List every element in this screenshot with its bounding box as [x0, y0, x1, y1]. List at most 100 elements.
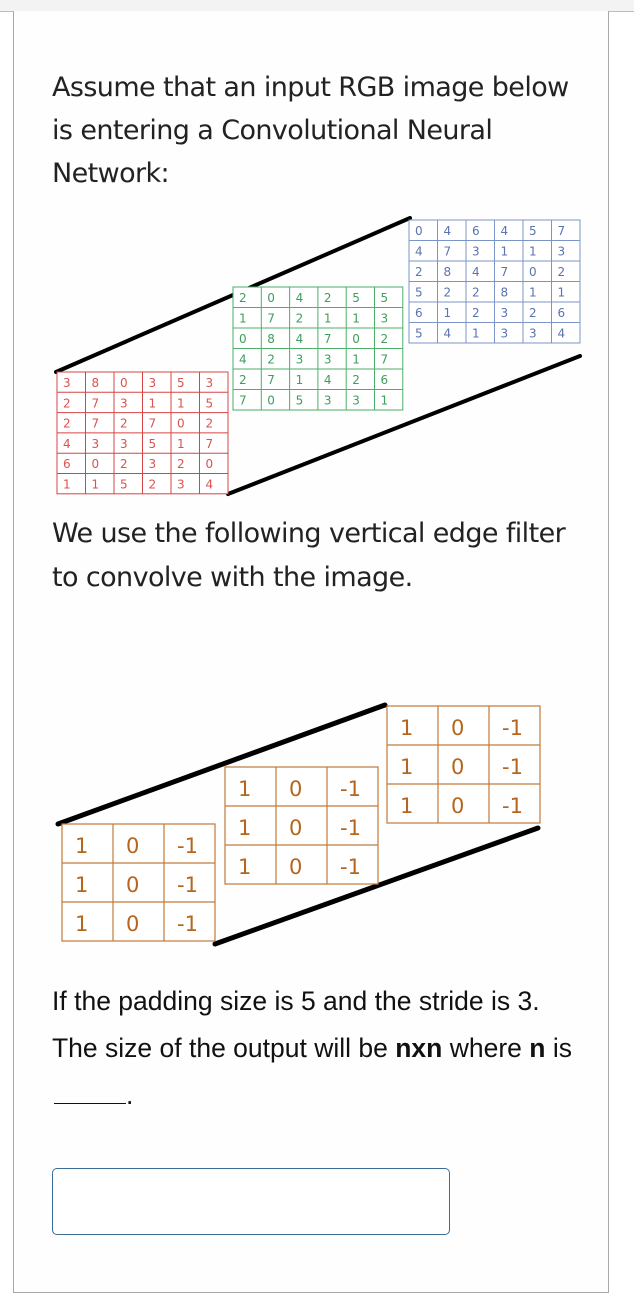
prompt-text-2: where: [442, 1033, 530, 1063]
matrix-cell: 3: [296, 353, 304, 367]
matrix-cell: 3: [381, 312, 389, 326]
matrix-cell: 3: [501, 306, 509, 320]
matrix-cell: 2: [415, 265, 423, 279]
matrix-cell: -1: [502, 794, 523, 818]
matrix-cell: 6: [415, 306, 423, 320]
matrix-cell: 4: [324, 373, 332, 387]
matrix-cell: 7: [267, 312, 275, 326]
matrix-cell: 5: [296, 394, 304, 408]
matrix-cell: 0: [415, 224, 423, 238]
answer-blank: [54, 1081, 126, 1104]
matrix-cell: 3: [324, 394, 332, 408]
matrix-cell: 4: [558, 327, 566, 341]
matrix-cell: 2: [63, 417, 71, 431]
matrix-cell: 0: [352, 332, 360, 346]
matrix-cell: 3: [558, 245, 566, 259]
matrix-cell: 5: [177, 376, 185, 390]
matrix-cell: -1: [177, 834, 198, 858]
matrix-cell: 0: [126, 834, 139, 858]
question-prompt: If the padding size is 5 and the stride …: [52, 978, 572, 1119]
matrix-cell: 8: [92, 376, 100, 390]
matrix-cell: 1: [75, 834, 88, 858]
matrix-cell: 3: [120, 396, 128, 410]
perspective-line-bottom: [226, 354, 582, 496]
matrix-cell: 0: [289, 855, 302, 879]
matrix-cell: 0: [529, 265, 537, 279]
matrix-cell: 1: [472, 327, 480, 341]
matrix-cell: 3: [324, 353, 332, 367]
matrix-cell: 1: [381, 394, 389, 408]
matrix-cell: 1: [444, 306, 452, 320]
matrix-cell: 3: [149, 376, 157, 390]
matrix-cell: 3: [352, 394, 360, 408]
filter-description: We use the following vertical edge filte…: [52, 518, 566, 593]
matrix-cell: 1: [400, 794, 413, 818]
matrix-cell: 2: [381, 332, 389, 346]
filter-line-bottom: [212, 825, 541, 947]
matrix-cell: 2: [558, 265, 566, 279]
matrix-cell: 3: [177, 478, 185, 492]
matrix-cell: 3: [206, 376, 214, 390]
prompt-bold-nxn: nxn: [395, 1033, 443, 1063]
matrix-cell: 8: [501, 286, 509, 300]
matrix-cell: 2: [120, 417, 128, 431]
matrix-cell: 1: [75, 912, 88, 936]
matrix-cell: 6: [558, 306, 566, 320]
matrix-cell: 7: [92, 417, 100, 431]
matrix-cell: 1: [75, 873, 88, 897]
matrix-cell: 0: [451, 755, 464, 779]
matrix-cell: 3: [63, 376, 71, 390]
matrix-cell: 5: [381, 291, 389, 305]
matrix-cell: 3: [529, 327, 537, 341]
matrix-cell: 7: [267, 373, 275, 387]
matrix-cell: 4: [444, 224, 452, 238]
matrix-cell: 0: [177, 417, 185, 431]
matrix-cell: 2: [149, 478, 157, 492]
matrix-cell: 0: [126, 912, 139, 936]
matrix-cell: 3: [92, 437, 100, 451]
matrix-cell: 0: [120, 376, 128, 390]
answer-input[interactable]: [52, 1168, 450, 1235]
matrix-cell: 2: [239, 291, 247, 305]
matrix-cell: 7: [501, 265, 509, 279]
matrix-cell: 1: [239, 312, 247, 326]
matrix-cell: 1: [324, 312, 332, 326]
matrix-cell: 1: [529, 245, 537, 259]
matrix-cell: 5: [352, 291, 360, 305]
matrix-cell: 5: [415, 286, 423, 300]
matrix-cell: 2: [177, 457, 185, 471]
matrix-cell: 1: [296, 373, 304, 387]
matrix-cell: 1: [63, 478, 71, 492]
matrix-cell: 2: [352, 373, 360, 387]
matrix-cell: 0: [289, 777, 302, 801]
matrix-cell: 7: [381, 353, 389, 367]
matrix-cell: 1: [149, 396, 157, 410]
matrix-cell: 1: [558, 286, 566, 300]
matrix-cell: 0: [267, 394, 275, 408]
matrix-cell: 5: [529, 224, 537, 238]
matrix-cell: -1: [177, 912, 198, 936]
matrix-cell: 1: [529, 286, 537, 300]
matrix-cell: 4: [296, 332, 304, 346]
matrix-cell: 3: [149, 457, 157, 471]
matrix-cell: 0: [289, 816, 302, 840]
matrix-cell: 1: [352, 312, 360, 326]
matrix-cell: 1: [238, 777, 251, 801]
matrix-cell: 1: [238, 855, 251, 879]
matrix-cell: 7: [239, 394, 247, 408]
matrix-cell: 2: [120, 457, 128, 471]
matrix-cell: 7: [444, 245, 452, 259]
matrix-cell: 8: [267, 332, 275, 346]
matrix-cell: 5: [415, 327, 423, 341]
matrix-cell: 2: [63, 396, 71, 410]
matrix-cell: 7: [92, 396, 100, 410]
matrix-cell: 5: [206, 396, 214, 410]
matrix-cell: 3: [120, 437, 128, 451]
